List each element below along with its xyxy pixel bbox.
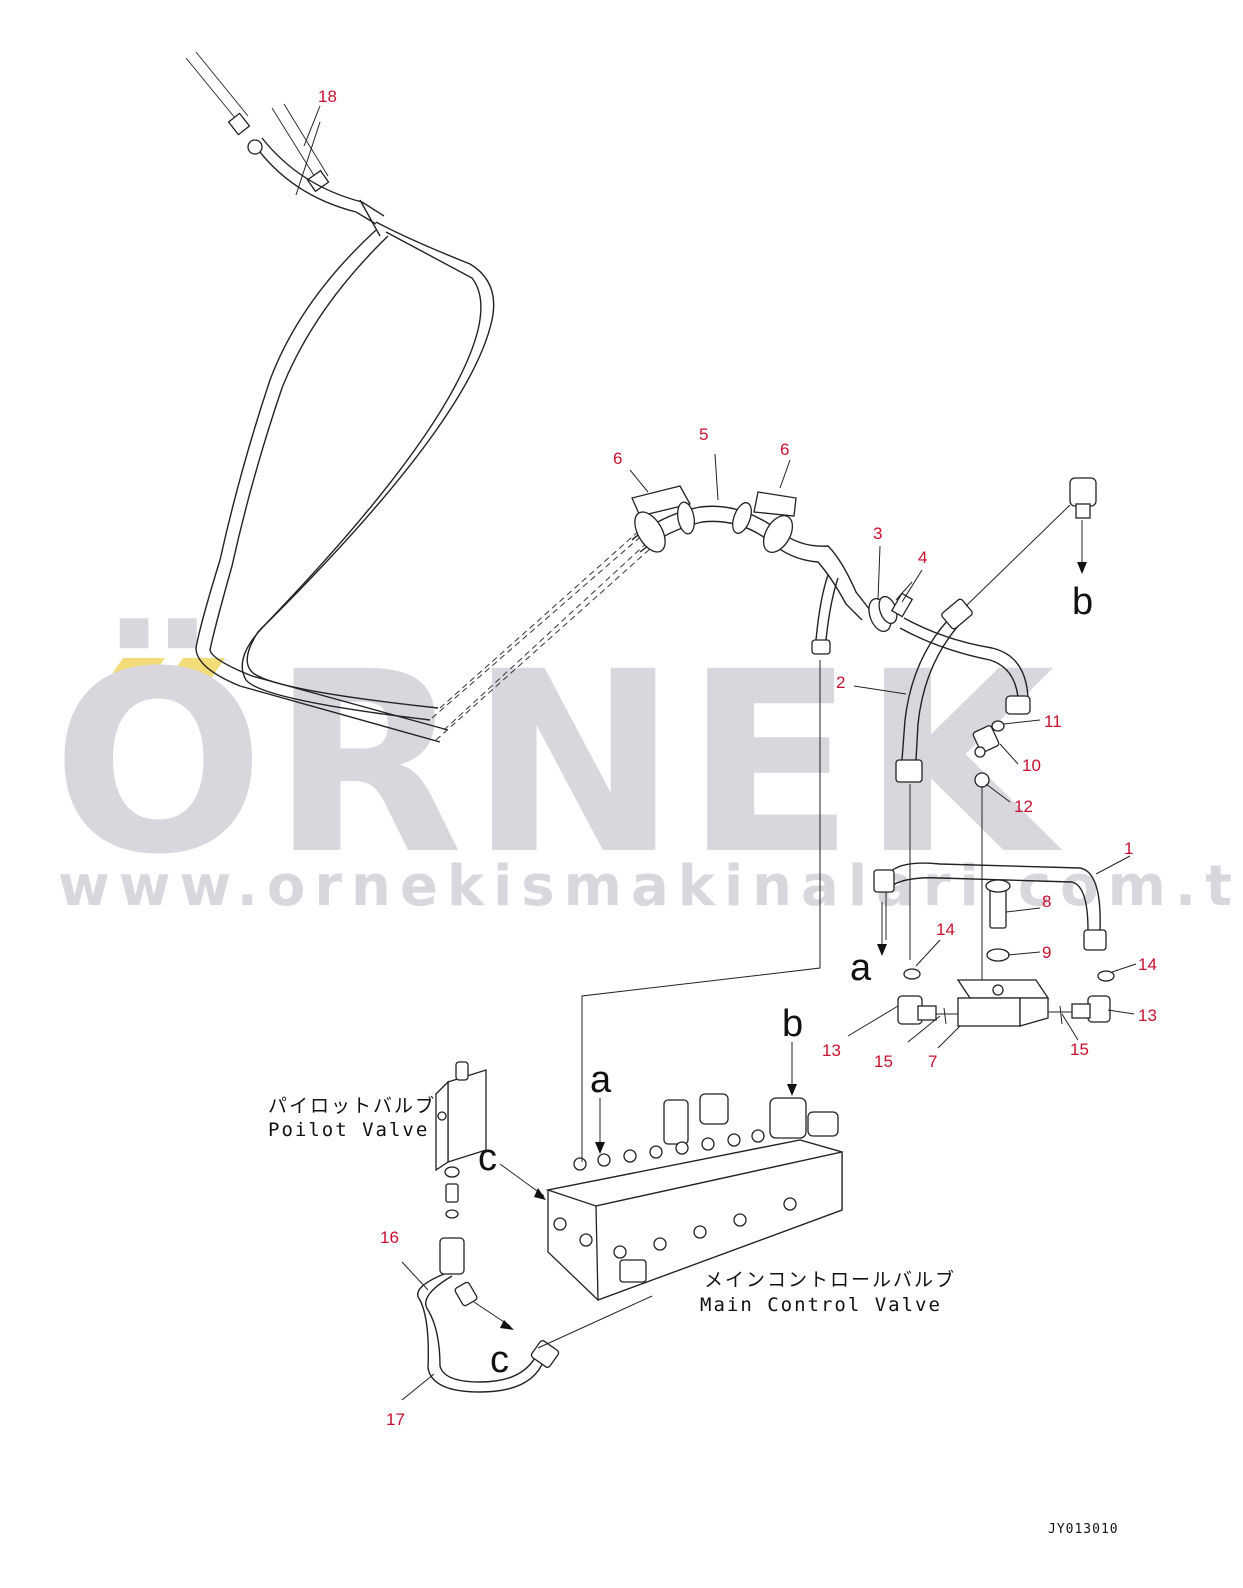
callout-9: 9	[1042, 943, 1051, 962]
callout-6-right: 6	[780, 440, 789, 459]
watermark-url: www.ornekismakinalari.com.tr	[58, 854, 1243, 919]
callout-8: 8	[1042, 892, 1051, 911]
callout-7: 7	[928, 1052, 937, 1071]
callout-13-left: 13	[822, 1041, 841, 1060]
callout-15-right: 15	[1070, 1040, 1089, 1059]
pilot-valve	[435, 1061, 487, 1219]
callout-15-left: 15	[874, 1052, 893, 1071]
callout-1: 1	[1124, 839, 1133, 858]
callout-4: 4	[918, 548, 927, 567]
main-valve-label-jp: メインコントロールバルブ	[704, 1268, 956, 1291]
watermark-brand: ÖRNEK	[52, 618, 1063, 909]
hose-2	[895, 477, 1097, 783]
callout-numbers: 18 5 6 6 3 4 2 11 10 12 1 8 9 14 14 13 1…	[318, 87, 1157, 1429]
connection-lines	[295, 121, 913, 1162]
connector-arrows	[473, 520, 1087, 1330]
callout-2: 2	[836, 673, 845, 692]
connector-c-valve: c	[478, 1137, 497, 1179]
callout-14-left: 14	[936, 920, 955, 939]
watermark-umlaut-left	[108, 658, 165, 680]
connector-c-hose: c	[490, 1339, 509, 1381]
hose-1	[873, 784, 1107, 960]
hose-5-with-clamps-6	[631, 485, 871, 655]
pilot-valve-label-jp: パイロットバルブ	[268, 1094, 436, 1117]
callout-18: 18	[318, 87, 337, 106]
connector-letters: b a b a c c	[478, 581, 1093, 1381]
callout-11: 11	[1044, 712, 1062, 731]
watermark-umlaut-right	[168, 658, 225, 680]
hose-assembly-18	[185, 51, 661, 743]
callout-6-left: 6	[613, 449, 622, 468]
callout-14-right: 14	[1138, 955, 1157, 974]
callout-leaders	[303, 105, 1137, 1401]
pilot-valve-label-en: Poilot Valve	[268, 1119, 429, 1141]
connector-b-top: b	[1072, 581, 1093, 623]
connector-b-valve: b	[782, 1003, 803, 1045]
clamp-3-band-4	[868, 592, 1031, 715]
callout-12: 12	[1014, 797, 1033, 816]
main-control-valve	[545, 1093, 843, 1301]
main-valve-label-en: Main Control Valve	[700, 1294, 942, 1316]
connector-a-valve: a	[590, 1059, 612, 1101]
component-labels: パイロットバルブ Poilot Valve メインコントロールバルブ Main …	[268, 1094, 1119, 1537]
watermark: ÖRNEK www.ornekismakinalari.com.tr	[52, 618, 1243, 919]
connector-a-right: a	[850, 947, 872, 989]
callout-5: 5	[699, 425, 708, 444]
callout-17: 17	[386, 1410, 405, 1429]
drawing-code: JY013010	[1048, 1522, 1119, 1537]
fittings-10-11-12	[972, 720, 1005, 980]
callout-3: 3	[873, 524, 882, 543]
block-7-assembly	[897, 879, 1115, 1027]
callout-10: 10	[1022, 756, 1041, 775]
callout-13-right: 13	[1138, 1006, 1157, 1025]
hose-16-17	[417, 1237, 653, 1393]
callout-16: 16	[380, 1228, 399, 1247]
